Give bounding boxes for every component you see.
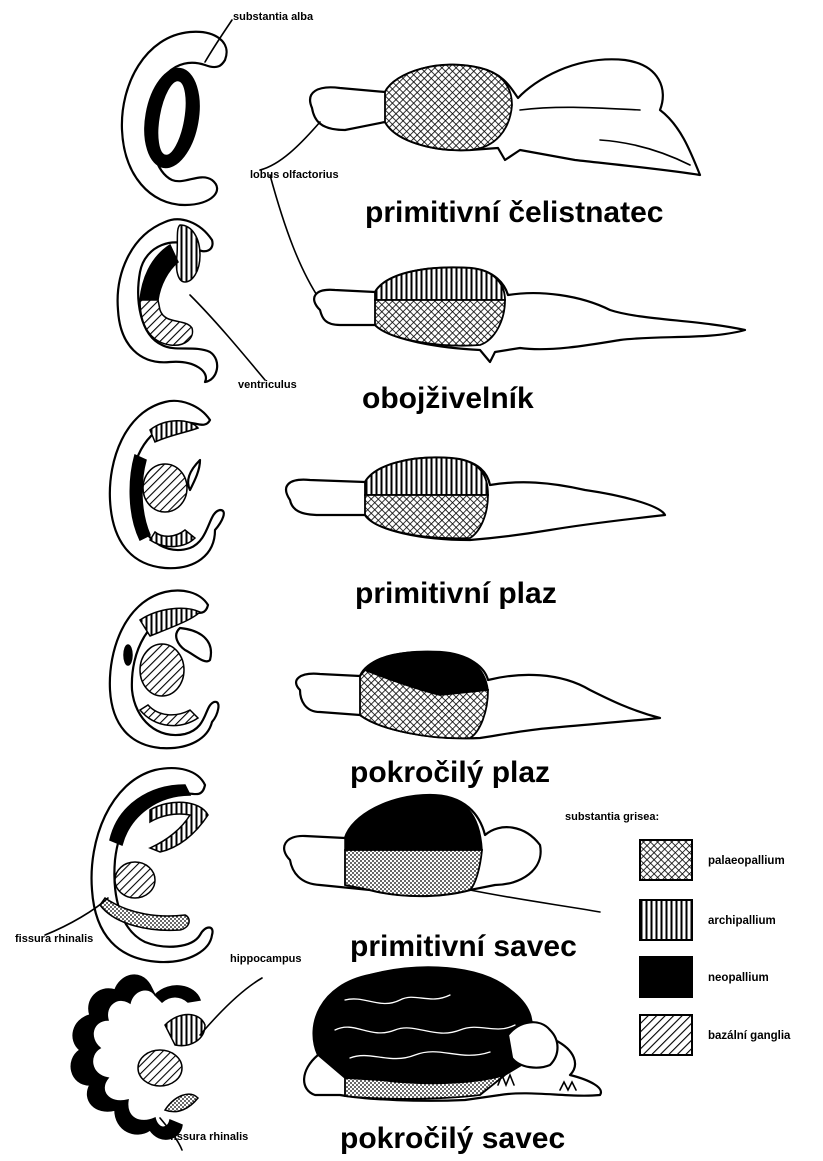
section-5: fissura rhinalis primitivní savec (15, 768, 600, 963)
brain-3-palaeopallium (365, 495, 488, 538)
section-6: hippocampus fissura rhinalis pokročilý s… (71, 953, 601, 1155)
neopallium-4 (124, 645, 132, 665)
label-ventriculus: ventriculus (238, 379, 297, 391)
label-lobus-olfactorius: lobus olfactorius (250, 169, 339, 181)
brain-2-palaeopallium (375, 300, 505, 346)
legend-label-bazalni-ganglia: bazální ganglia (708, 1030, 791, 1042)
basal-ganglia-5 (115, 862, 155, 898)
label-hippocampus: hippocampus (230, 953, 302, 965)
palaeopallium-6 (165, 1094, 198, 1111)
hippocampus-6 (165, 1014, 205, 1045)
brain-5-palaeopallium (345, 850, 482, 896)
brain-1-palaeopallium (385, 65, 512, 151)
label-fissura-rhinalis-2: fissura rhinalis (170, 1131, 248, 1143)
swatch-diagonal-lines (640, 1015, 692, 1055)
basal-ganglia-4-lower (140, 705, 198, 726)
legend-item-palaeopallium: palaeopallium (640, 840, 785, 880)
brain-2-archipallium (375, 267, 505, 300)
section-2-outline (118, 219, 218, 382)
basal-ganglia-4 (140, 644, 184, 696)
swatch-solid-black (640, 957, 692, 997)
section-6-cortex-top (155, 986, 200, 1002)
brain-6-neopallium (314, 967, 532, 1083)
legend-item-neopallium: neopallium (640, 957, 769, 997)
brain-5-neopallium (345, 795, 482, 850)
legend-heading: substantia grisea: (565, 811, 659, 823)
label-fissura-rhinalis-1: fissura rhinalis (15, 933, 93, 945)
archipallium-5 (150, 802, 208, 852)
brain-3-archipallium (365, 457, 488, 495)
stage-title-1: primitivní čelistnatec (365, 196, 663, 229)
stage-title-6: pokročilý savec (340, 1122, 565, 1155)
legend-label-neopallium: neopallium (708, 972, 769, 984)
legend-item-bazalni-ganglia: bazální ganglia (640, 1015, 791, 1055)
legend-label-archipallium: archipallium (708, 915, 776, 927)
section-3: primitivní plaz (110, 401, 665, 610)
stage-title-2: obojživelník (362, 382, 534, 415)
basal-ganglia-3 (143, 464, 187, 512)
legend: substantia grisea: palaeopallium archipa… (565, 811, 791, 1055)
label-substantia-alba: substantia alba (233, 11, 314, 23)
swatch-cross-hatch (640, 840, 692, 880)
basal-ganglia-6 (138, 1050, 182, 1086)
stage-title-4: pokročilý plaz (350, 756, 550, 789)
stage-title-5: primitivní savec (350, 930, 577, 963)
swatch-vertical-lines (640, 900, 692, 940)
legend-label-palaeopallium: palaeopallium (708, 855, 785, 867)
legend-item-archipallium: archipallium (640, 900, 776, 940)
stage-title-3: primitivní plaz (355, 577, 557, 610)
cerebellum-6 (508, 1022, 558, 1067)
archipallium-3-lower (150, 530, 195, 547)
section-1: substantia alba lobus olfactorius primit… (122, 11, 700, 229)
section-4: pokročilý plaz (110, 591, 660, 789)
